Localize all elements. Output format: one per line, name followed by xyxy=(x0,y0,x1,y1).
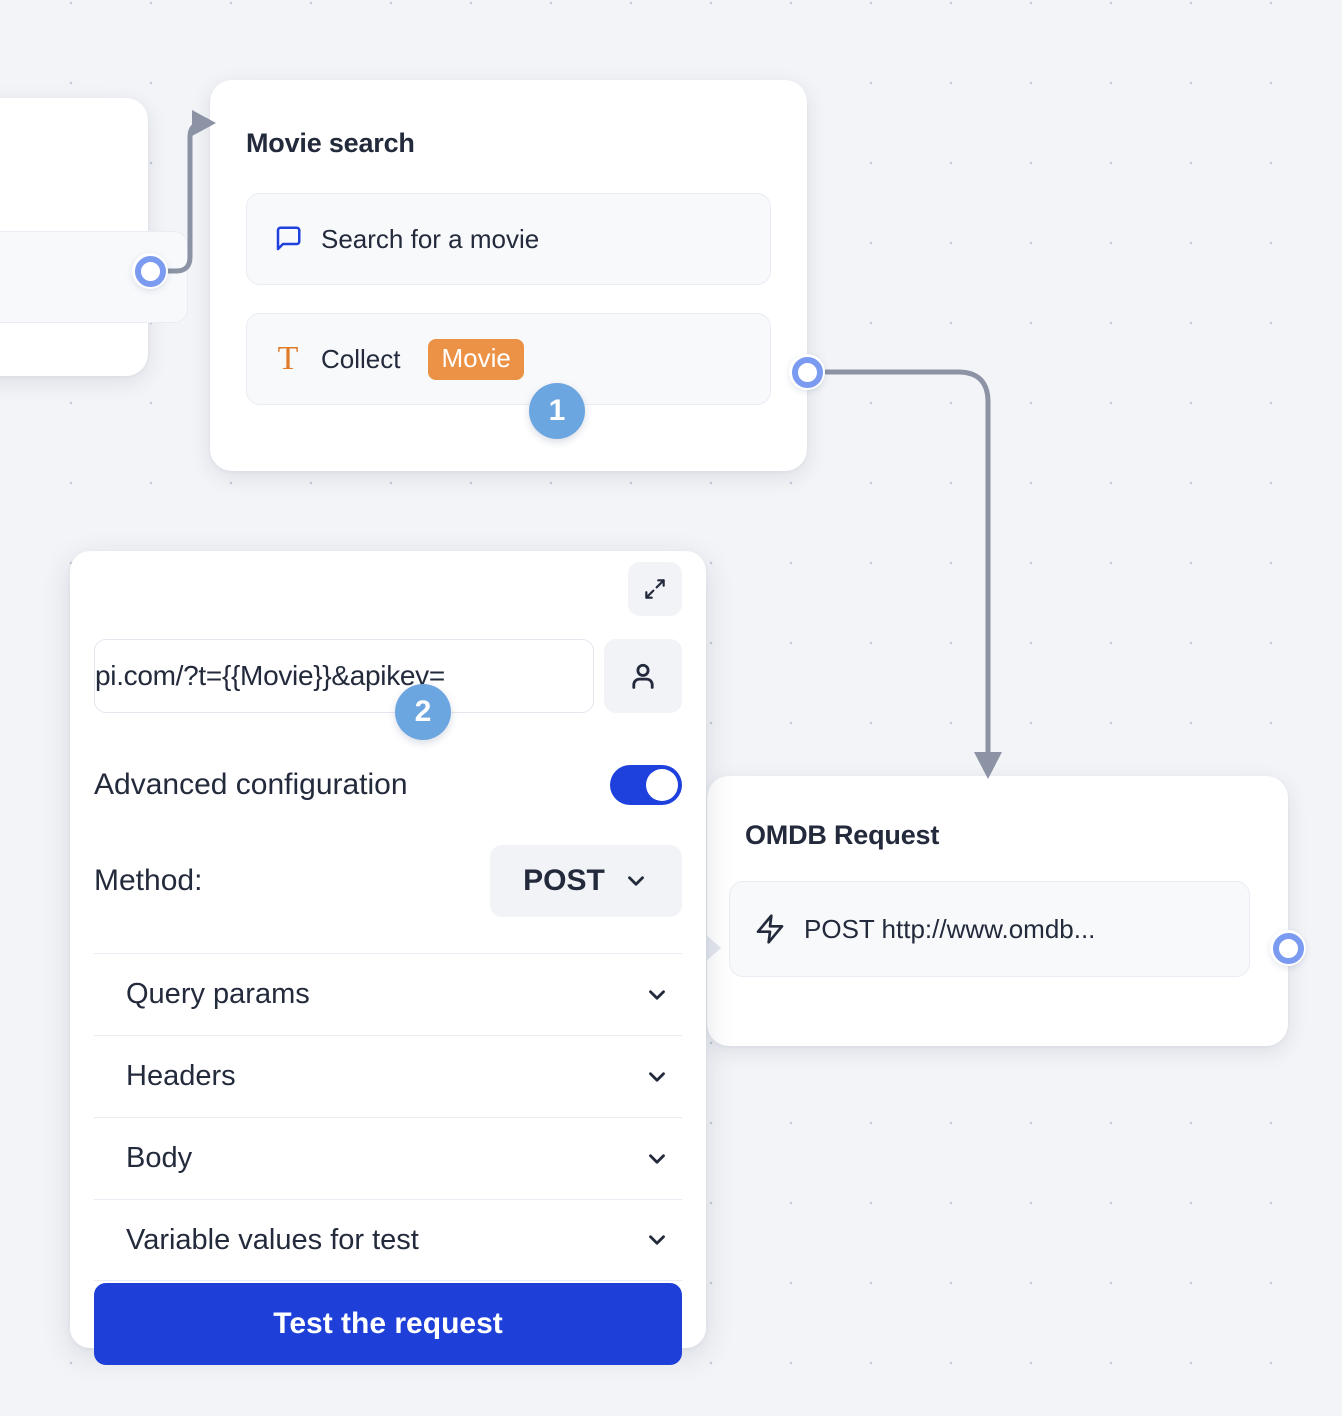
chevron-down-icon xyxy=(649,1153,665,1164)
expand-diagonal-icon xyxy=(645,579,665,599)
chevron-down-icon xyxy=(649,989,665,1000)
omdb-request-title: OMDB Request xyxy=(745,820,940,850)
movie-search-row-collect[interactable]: T Collect Movie xyxy=(246,313,771,405)
text-format-icon: T xyxy=(277,340,299,377)
lightning-bolt-icon xyxy=(756,914,784,944)
section-body-label: Body xyxy=(126,1142,193,1174)
incoming-connection-notch xyxy=(705,934,721,962)
method-row: Method: POST xyxy=(94,845,682,917)
advanced-configuration-row: Advanced configuration xyxy=(94,765,682,805)
method-label: Method: xyxy=(94,864,203,897)
omdb-request-row-label: POST http://www.omdb... xyxy=(804,913,1096,944)
request-url-input[interactable]: pi.com/?t={{Movie}}&apikey= xyxy=(94,639,594,713)
method-select[interactable]: POST xyxy=(490,845,682,917)
omdb-request-node-card[interactable]: OMDB Request POST http://www.omdb... xyxy=(705,776,1288,1046)
section-headers[interactable]: Headers xyxy=(94,1035,682,1117)
chevron-down-icon xyxy=(649,1235,665,1245)
section-query-params[interactable]: Query params xyxy=(94,953,682,1035)
method-selected-value: POST xyxy=(523,864,605,897)
section-variable-values-label: Variable values for test xyxy=(126,1223,419,1256)
advanced-configuration-toggle[interactable] xyxy=(610,765,682,805)
advanced-configuration-label: Advanced configuration xyxy=(94,768,408,801)
message-bubble-icon xyxy=(276,226,301,251)
omdb-request-row[interactable]: POST http://www.omdb... xyxy=(729,881,1250,977)
section-headers-label: Headers xyxy=(126,1060,236,1092)
request-sections-accordion: Query params Headers Body Variable value… xyxy=(94,953,682,1281)
connector-port-movie-search[interactable] xyxy=(789,354,825,390)
chevron-down-icon xyxy=(649,1071,665,1082)
connector-port-left-card[interactable] xyxy=(132,253,168,289)
auth-user-button[interactable] xyxy=(604,639,682,713)
variable-tag-movie[interactable]: Movie xyxy=(428,338,524,380)
test-request-button[interactable]: Test the request xyxy=(94,1283,682,1365)
movie-search-node-card[interactable]: Movie search Search for a movie T Collec… xyxy=(210,80,807,471)
url-row: pi.com/?t={{Movie}}&apikey= xyxy=(94,639,682,713)
edge-arrow-movie-to-omdb xyxy=(974,752,1002,779)
request-config-panel[interactable]: pi.com/?t={{Movie}}&apikey= Advanced con… xyxy=(70,551,706,1348)
step-badge-1: 1 xyxy=(529,383,585,439)
movie-search-row-label: Search for a movie xyxy=(321,223,540,254)
movie-search-row-search[interactable]: Search for a movie xyxy=(246,193,771,285)
person-icon xyxy=(632,663,654,689)
collect-row-label: Collect xyxy=(321,343,401,374)
step-badge-2: 2 xyxy=(395,684,451,740)
section-query-params-label: Query params xyxy=(126,978,310,1010)
connector-port-omdb-request[interactable] xyxy=(1270,930,1306,966)
request-url-value: pi.com/?t={{Movie}}&apikey= xyxy=(95,660,445,691)
movie-search-title: Movie search xyxy=(246,128,415,158)
edge-movie-to-omdb xyxy=(823,369,991,758)
expand-panel-button[interactable] xyxy=(628,562,682,616)
section-body[interactable]: Body xyxy=(94,1117,682,1199)
partial-node-card[interactable] xyxy=(0,98,188,376)
chevron-down-icon xyxy=(627,876,644,886)
section-variable-values-for-test[interactable]: Variable values for test xyxy=(94,1199,682,1281)
